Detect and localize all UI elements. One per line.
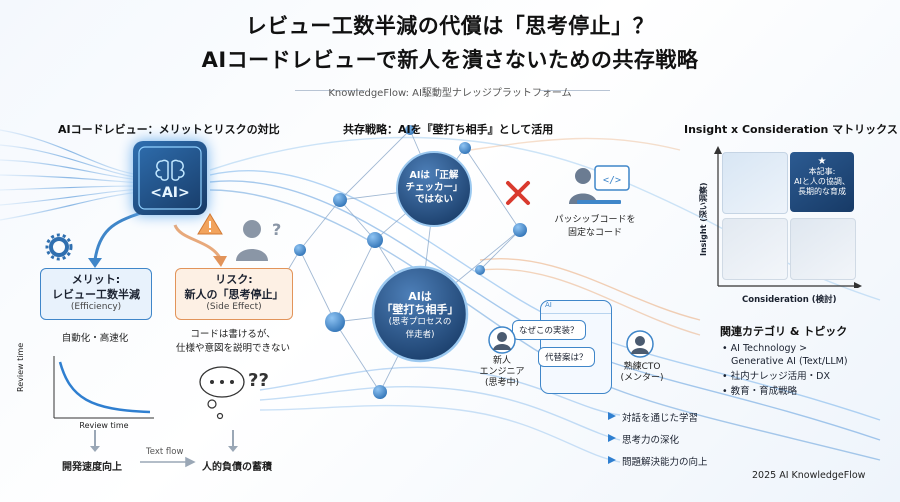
newbie-label: 新人 エンジニア (思考中) — [472, 356, 532, 389]
cto-label: 熟練CTO (メンター) — [612, 362, 672, 384]
risk-note-1: コードは書けるが、 — [190, 329, 276, 340]
chat-bubble-2: 代替案は？ — [538, 347, 595, 367]
topic-item-2[interactable]: • 社内ナレッジ活用・DX — [722, 371, 830, 382]
matrix-cell-bottom-right — [790, 218, 856, 280]
topic-list: • AI Technology > Generative AI (Text/LL… — [722, 342, 882, 398]
confused-person-icon: ? — [236, 220, 281, 261]
star-icon: ★ — [817, 156, 827, 167]
chart-ylabel: Review time — [16, 342, 25, 392]
svg-text:</>: </> — [603, 175, 621, 186]
risk-title-1: リスク: — [215, 273, 253, 286]
topic-2-line1: 社内ナレッジ活用・DX — [730, 371, 830, 382]
right-heading: Insight x Consideration マトリックス — [684, 123, 898, 136]
topic-1-line2: Generative AI (Text/LLM) — [731, 356, 848, 367]
outcome-2: 思考力の深化 — [622, 435, 680, 446]
arrow-ai-to-risk — [173, 224, 222, 259]
gear-icon — [45, 233, 73, 261]
thought-bubble-icon: ?? — [199, 366, 269, 420]
merit-box: メリット: レビュー工数半減 (Efficiency) — [40, 268, 152, 320]
left-streams — [0, 129, 141, 221]
merit-title-1: メリット: — [71, 273, 121, 286]
node2-line1: AIは — [408, 290, 432, 303]
outcome-1: 対話を通じた学習 — [622, 413, 699, 424]
matrix-cell-highlight: ★ 本記事: AIと人の協調、 長期的な育成 — [790, 152, 854, 212]
node1-line2: チェッカー」 — [405, 182, 463, 193]
matrix-cell-bottom-left — [722, 218, 788, 280]
svg-text:??: ?? — [248, 370, 269, 391]
flow-label: Text flow — [146, 447, 184, 457]
merit-note: 自動化・高速化 — [61, 333, 129, 344]
hl-line3: 長期的な育成 — [798, 187, 846, 196]
subtitle-rule-right — [540, 90, 610, 91]
cross-icon — [506, 181, 530, 205]
passive-line2: 固定なコード — [567, 228, 622, 238]
node1-line3: ではない — [414, 194, 453, 205]
hl-line1: 本記事: — [808, 167, 836, 176]
review-time-chart — [53, 356, 154, 419]
merit-result: 開発速度向上 — [62, 462, 122, 473]
cto-avatar — [626, 330, 654, 358]
outcome-arrows — [608, 412, 616, 464]
matrix-y-axis: Insight (深い洞察) — [699, 182, 708, 256]
arrow-ai-to-merit — [93, 208, 151, 261]
merit-sub: (Efficiency) — [70, 302, 122, 312]
risk-title-2: 新人の「思考停止」 — [184, 288, 284, 301]
outcome-3: 問題解決能力の向上 — [622, 457, 708, 468]
hl-line2: AIと人の協調、 — [794, 177, 850, 186]
subtitle-rule-left — [295, 90, 365, 91]
node-sparring-partner — [371, 265, 469, 363]
topic-3-line1: 教育・育成戦略 — [730, 386, 798, 397]
subtitle: KnowledgeFlow: AI駆動型ナレッジプラットフォーム — [328, 88, 572, 99]
merit-title-2: レビュー工数半減 — [52, 288, 140, 301]
ai-chip-label: <AI> — [150, 185, 190, 201]
node2-line2: 「壁打ち相手」 — [381, 303, 459, 316]
svg-text:?: ? — [272, 220, 281, 239]
newbie-avatar — [488, 326, 516, 354]
node-not-checker — [396, 151, 472, 227]
matrix-axes — [714, 146, 862, 288]
flow-arrow — [140, 456, 196, 468]
brain-icon — [138, 146, 202, 210]
node-sparring-partner-text: AIは 「壁打ち相手」 (思考プロセスの 伴走者) — [375, 290, 465, 342]
topic-item-1[interactable]: • AI Technology > — [722, 343, 808, 354]
coder-laptop-icon: </> — [569, 165, 630, 204]
ai-chip-icon: <AI> — [133, 141, 207, 215]
risk-box: リスク: 新人の「思考停止」 (Side Effect) — [175, 268, 293, 320]
network-nodes — [265, 125, 527, 399]
related-heading: 関連カテゴリ & トピック — [720, 325, 848, 338]
risk-note-2: 仕様や意図を説明できない — [175, 343, 290, 354]
footer-copyright: 2025 AI KnowledgeFlow — [752, 470, 866, 481]
newbie-line2: エンジニア — [479, 367, 525, 377]
node2-line3: (思考プロセスの — [388, 317, 452, 327]
chat-window-header: AI — [541, 301, 611, 314]
newbie-line1: 新人 — [492, 356, 511, 366]
newbie-line3: (思考中) — [484, 378, 520, 388]
warning-icon — [197, 213, 223, 235]
title-line-2: AIコードレビューで新人を潰さないための共存戦略 — [201, 48, 699, 72]
matrix-highlight-text: 本記事: AIと人の協調、 長期的な育成 — [790, 167, 854, 197]
matrix-x-axis: Consideration (検討) — [742, 295, 837, 305]
risk-result: 人的負債の蓄積 — [202, 462, 272, 473]
matrix-cell-top-left — [722, 152, 788, 214]
middle-heading: 共存戦略：AIを『壁打ち相手』として活用 — [343, 123, 554, 136]
left-heading: AIコードレビュー：メリットとリスクの対比 — [58, 123, 280, 136]
risk-sub: (Side Effect) — [206, 302, 262, 312]
title-line-1: レビュー工数半減の代償は「思考停止」？ — [245, 14, 655, 38]
down-arrows — [90, 430, 238, 452]
node1-line1: AIは「正解 — [409, 170, 459, 181]
chat-bubble-1: なぜこの実装？ — [512, 320, 586, 340]
node2-line4: 伴走者) — [405, 330, 435, 340]
cto-line1: 熟練CTO — [623, 362, 661, 372]
chart-xlabel: Review time — [79, 421, 129, 430]
topic-item-3[interactable]: • 教育・育成戦略 — [722, 386, 798, 397]
passive-line1: パッシッブコードを — [554, 215, 636, 225]
cto-line2: (メンター) — [620, 373, 664, 383]
topic-1-line1: AI Technology > — [730, 343, 808, 354]
node-not-checker-text: AIは「正解 チェッカー」 ではない — [398, 170, 470, 206]
